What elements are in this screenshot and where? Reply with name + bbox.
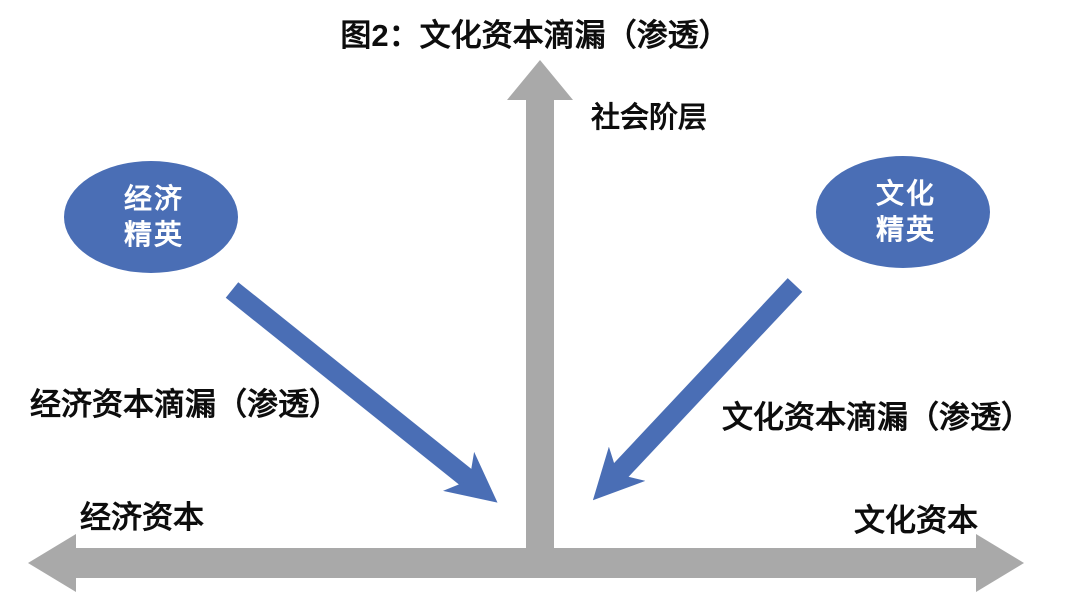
vertical-axis-label: 社会阶层 <box>591 101 707 134</box>
cultural-trickle-label: 文化资本滴漏（渗透） <box>722 400 1032 435</box>
economic-elite-label-line2: 精英 <box>124 219 184 250</box>
horizontal-axis-arrow-icon <box>28 534 1024 592</box>
cultural-elite-ellipse <box>816 156 990 268</box>
figure-title: 图2：文化资本滴漏（渗透） <box>340 18 729 53</box>
cultural-elite-label-line1: 文化 <box>876 177 936 209</box>
economic-elite-label-line1: 经济 <box>124 182 184 214</box>
cultural-capital-label: 文化资本 <box>854 503 978 538</box>
economic-trickle-label: 经济资本滴漏（渗透） <box>30 387 340 422</box>
vertical-axis-arrowhead <box>507 60 573 100</box>
cultural-trickle-arrow-icon <box>592 278 803 501</box>
cultural-elite-node: 文化 精英 <box>816 156 990 268</box>
vertical-axis-arrow-icon <box>507 60 573 578</box>
economic-elite-ellipse <box>64 161 238 273</box>
cultural-elite-label-line2: 精英 <box>876 214 936 245</box>
economic-elite-node: 经济 精英 <box>64 161 238 273</box>
horizontal-axis-left-arrowhead <box>28 534 76 592</box>
economic-trickle-arrow-icon <box>225 282 498 503</box>
horizontal-axis-right-arrowhead <box>976 534 1024 592</box>
vertical-axis-shaft <box>526 98 554 578</box>
horizontal-axis-shaft <box>70 548 978 578</box>
economic-capital-label: 经济资本 <box>80 500 204 535</box>
